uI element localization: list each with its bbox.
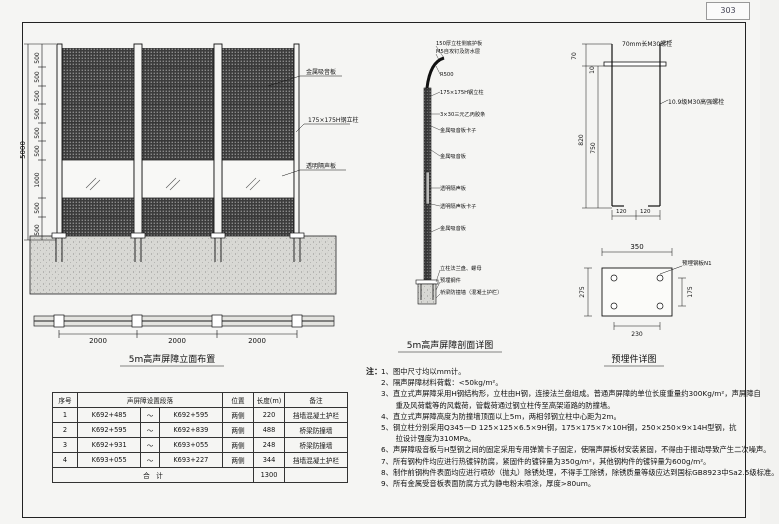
anchor-bolts <box>55 238 301 262</box>
svg-text:金属吸音板: 金属吸音板 <box>440 152 467 160</box>
notes-heading: 注： <box>366 367 382 376</box>
svg-text:500: 500 <box>34 202 41 214</box>
note-item: 重及风荷载等的风载荷，管载荷通过钢立柱传至高架道路的防撞墙。 <box>381 400 615 410</box>
section-title: 5m高声屏障剖面详图 <box>407 339 494 351</box>
svg-text:230: 230 <box>631 331 643 338</box>
note-item: 7、所有钢构件均应进行热镀锌防腐，紧固件的镀锌量为350g/m²，其他钢构件的镀… <box>381 456 711 466</box>
span-label-2: 2000 <box>168 337 186 345</box>
svg-text:175: 175 <box>687 286 694 298</box>
embed-dims <box>582 39 673 220</box>
span-label-1: 2000 <box>89 337 107 345</box>
svg-text:500: 500 <box>34 224 41 236</box>
svg-text:500: 500 <box>34 71 41 83</box>
table-header-row: 序号 声屏障设置段落 位置 长度(m) 备注 <box>52 392 348 408</box>
svg-text:120: 120 <box>640 209 651 215</box>
plate-n1-label: 预埋钢板N1 <box>682 259 712 267</box>
svg-text:透明隔声板卡子: 透明隔声板卡子 <box>440 202 476 210</box>
embed-detail-view: 70mm长M30螺栓 70 10 820 750 120 120 10.9级M3… <box>571 39 724 367</box>
module-lines <box>62 66 294 218</box>
svg-text:金属吸音板卡子: 金属吸音板卡子 <box>440 126 476 134</box>
drawing-sheet: 303 <box>19 2 779 518</box>
svg-text:150厚立柱侧底护板: 150厚立柱侧底护板 <box>436 39 483 47</box>
svg-text:R500: R500 <box>440 72 454 78</box>
note-item: 8、制作前钢构件表面均应进行喷砂（抛丸）除锈处理，不得手工除锈，除锈质量等级应达… <box>381 467 779 477</box>
svg-text:120: 120 <box>616 209 627 215</box>
svg-text:350: 350 <box>630 243 643 251</box>
svg-text:金属吸音板: 金属吸音板 <box>440 224 467 232</box>
note-item: 9、所有金属受音板表面防腐方式为静电粉末喷涂，厚度>80um。 <box>381 479 596 489</box>
svg-text:预埋钢件: 预埋钢件 <box>440 276 461 284</box>
concrete-barrier <box>29 235 337 295</box>
note-item: 5、钢立柱分别采用Q345—D 125×125×6.5×9H钢，175×175×… <box>381 423 737 433</box>
embed-title: 预埋件详图 <box>611 353 656 365</box>
svg-text:1000: 1000 <box>34 172 41 187</box>
svg-text:透明隔声板: 透明隔声板 <box>440 184 467 192</box>
section-callout-labels: 150厚立柱侧底护板 M5自攻钉及防水层 R500 175×175H钢立柱 3×… <box>436 39 502 296</box>
svg-text:500: 500 <box>34 90 41 102</box>
note-item: 6、声屏障吸音板与H型钢之间的固定采用专用弹簧卡子固定，使隔声屏板材安装紧固，不… <box>381 445 771 455</box>
high-strength-bolt-label: 10.9级M30高强螺栓 <box>668 98 724 106</box>
note-item: 1、图中尺寸均以mm计。 <box>381 367 466 376</box>
svg-text:10: 10 <box>589 66 596 74</box>
section-leaders <box>429 45 445 299</box>
svg-text:500: 500 <box>34 108 41 120</box>
elevation-view: 5000 500 500 500 500 500 500 1000 500 50… <box>19 43 358 367</box>
svg-text:3×30三元乙丙胶条: 3×30三元乙丙胶条 <box>440 110 485 118</box>
svg-text:820: 820 <box>578 134 585 146</box>
svg-text:500: 500 <box>34 52 41 64</box>
elevation-leaders <box>267 75 350 177</box>
module-height-labels: 500 500 500 500 500 500 1000 500 500 <box>34 52 41 236</box>
base-plates <box>51 232 305 239</box>
svg-text:70: 70 <box>571 52 578 60</box>
transparent-panels <box>61 159 295 199</box>
absorber-panels <box>62 48 294 236</box>
plan-strip <box>33 314 335 328</box>
svg-text:M5自攻钉及防水层: M5自攻钉及防水层 <box>436 47 480 55</box>
note-item: 3、直立式声屏障采用H钢结构形，立柱由H钢，连接法兰盘组成。普通声屏障的单位长度… <box>381 389 761 399</box>
svg-text:275: 275 <box>579 286 586 298</box>
page-number: 303 <box>706 2 750 20</box>
height-dimension-line <box>24 43 56 241</box>
drawing-canvas: 5000 500 500 500 500 500 500 1000 500 50… <box>19 39 724 367</box>
svg-text:500: 500 <box>34 127 41 139</box>
note-item: 4、直立式声屏障高度为防撞墙顶面以上5m，两相邻钢立柱中心距为2m。 <box>381 411 621 421</box>
label-metal-panel: 金属吸音板 <box>306 68 336 76</box>
drawing-frame <box>22 22 746 518</box>
table-total-row: 合 计 1300 <box>52 467 348 483</box>
elevation-title: 5m高声屏障立面布置 <box>129 353 216 365</box>
plate-holes <box>610 274 664 310</box>
plate-dims <box>584 248 686 330</box>
bolt-length-label: 70mm长M30螺栓 <box>622 40 672 48</box>
svg-text:立柱法兰盘、螺母: 立柱法兰盘、螺母 <box>440 264 482 272</box>
span-dimension-line <box>58 330 298 338</box>
label-transparent-panel: 透明隔声板 <box>306 162 336 170</box>
label-h-post: 175×175H钢立柱 <box>308 116 358 124</box>
section-view: 150厚立柱侧底护板 M5自攻钉及防水层 R500 175×175H钢立柱 3×… <box>398 39 502 353</box>
span-label-3: 2000 <box>248 337 266 345</box>
svg-text:500: 500 <box>34 145 41 157</box>
svg-text:桥梁防撞墙（混凝土护栏）: 桥梁防撞墙（混凝土护栏） <box>440 288 502 296</box>
total-height-label: 5000 <box>19 141 27 159</box>
svg-text:750: 750 <box>590 142 597 154</box>
svg-text:175×175H钢立柱: 175×175H钢立柱 <box>440 88 484 96</box>
note-item: 拉设计强度为310MPa。 <box>381 434 476 444</box>
note-item: 2、隔声屏障材料荷载：<50kg/m²。 <box>381 378 503 388</box>
